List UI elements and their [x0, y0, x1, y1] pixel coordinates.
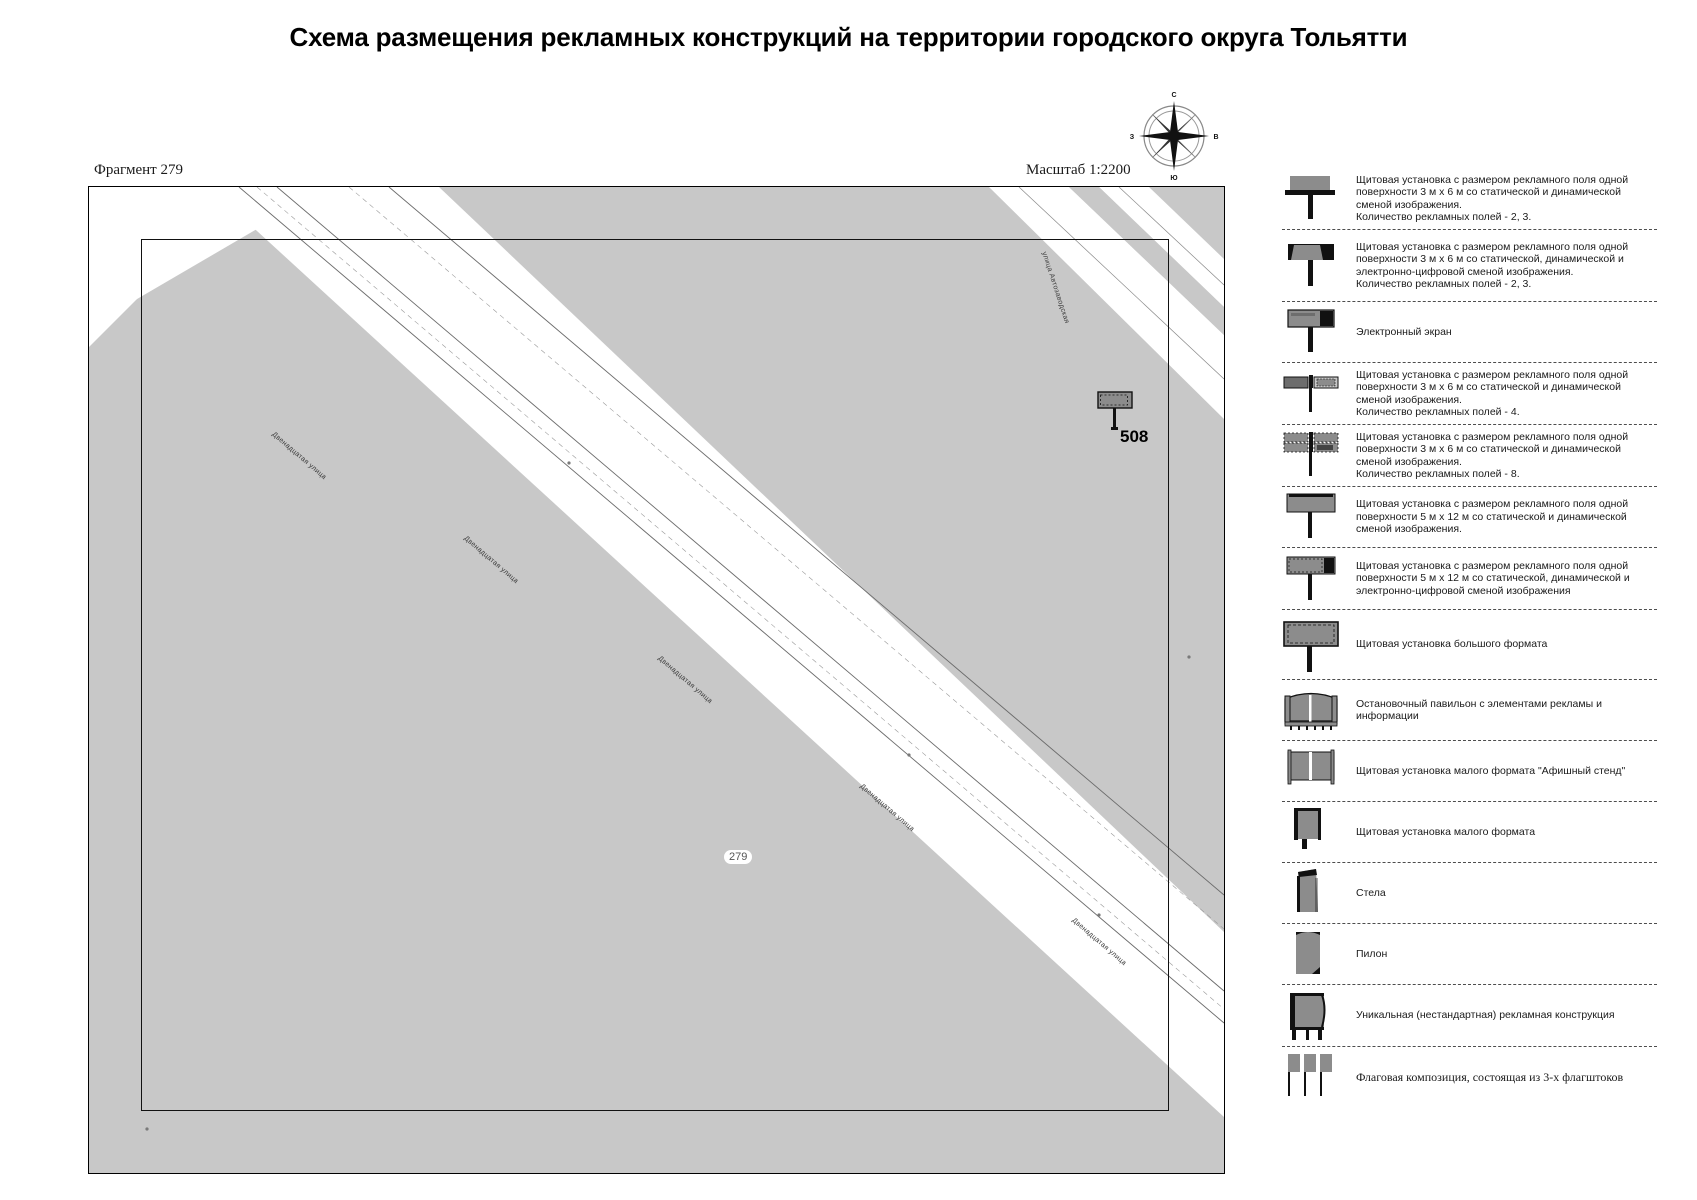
- svg-text:С: С: [1171, 92, 1176, 99]
- legend-item[interactable]: Щитовая установка с размером рекламного …: [1282, 363, 1657, 425]
- unique-construction-icon: [1282, 989, 1348, 1043]
- compass-rose-icon: С Ю З В: [1128, 88, 1220, 182]
- billboard-5x12-static-dynamic-icon: [1282, 490, 1348, 544]
- legend-item[interactable]: Щитовая установка малого формата: [1282, 802, 1657, 863]
- legend-item-label: Щитовая установка малого формата "Афишны…: [1356, 764, 1626, 777]
- legend: Щитовая установка с размером рекламного …: [1282, 168, 1657, 1107]
- small-format-billboard-icon: [1282, 805, 1348, 859]
- legend-item-label: Щитовая установка с размером рекламного …: [1356, 173, 1629, 223]
- legend-item-label: Щитовая установка с размером рекламного …: [1356, 559, 1630, 597]
- legend-item[interactable]: Уникальная (нестандартная) рекламная кон…: [1282, 985, 1657, 1047]
- scale-label: Масштаб 1:2200: [1026, 162, 1131, 178]
- electronic-screen-icon: [1282, 305, 1348, 359]
- legend-item-label: Уникальная (нестандартная) рекламная кон…: [1356, 1009, 1615, 1022]
- page-title: Схема размещения рекламных конструкций н…: [289, 22, 1408, 52]
- billboard-3x6-fields-4-icon: [1282, 367, 1348, 421]
- legend-item[interactable]: Щитовая установка с размером рекламного …: [1282, 425, 1657, 487]
- billboard-5x12-static-dynamic-digital-icon: [1282, 552, 1348, 606]
- legend-item[interactable]: Щитовая установка с размером рекламного …: [1282, 230, 1657, 302]
- legend-item-label: Щитовая установка большого формата: [1356, 638, 1548, 651]
- legend-item[interactable]: Пилон: [1282, 924, 1657, 985]
- fragment-id-label: 279: [724, 850, 753, 864]
- svg-text:З: З: [1130, 134, 1135, 141]
- legend-item-label: Пилон: [1356, 947, 1388, 960]
- legend-item[interactable]: Щитовая установка с размером рекламного …: [1282, 168, 1657, 230]
- fragment-label: Фрагмент 279: [94, 162, 183, 178]
- legend-item[interactable]: Щитовая установка малого формата "Афишны…: [1282, 741, 1657, 802]
- legend-item-label: Щитовая установка с размером рекламного …: [1356, 240, 1629, 290]
- legend-item-label: Щитовая установка малого формата: [1356, 825, 1536, 838]
- legend-item-label: Стела: [1356, 886, 1386, 899]
- legend-item[interactable]: Остановочный павильон с элементами рекла…: [1282, 680, 1657, 741]
- legend-item-label: Щитовая установка с размером рекламного …: [1356, 430, 1629, 480]
- svg-text:В: В: [1213, 134, 1218, 141]
- legend-item[interactable]: Щитовая установка с размером рекламного …: [1282, 548, 1657, 610]
- legend-item[interactable]: Флаговая композиция, состоящая из 3-х фл…: [1282, 1047, 1657, 1107]
- map-frame[interactable]: 279 Двенадцатая улица Двенадцатая улица …: [88, 186, 1225, 1174]
- flag-composition-icon: [1282, 1050, 1348, 1104]
- svg-text:Ю: Ю: [1170, 175, 1177, 180]
- billboard-3x6-fields-8-icon: [1282, 429, 1348, 483]
- billboard-marker-508-label: 508: [1120, 427, 1149, 446]
- billboard-3x6-static-dynamic-icon: [1282, 172, 1348, 226]
- map-canvas: [89, 187, 1224, 1173]
- pylon-icon: [1282, 927, 1348, 981]
- legend-item[interactable]: Щитовая установка с размером рекламного …: [1282, 487, 1657, 548]
- legend-item-label: Щитовая установка с размером рекламного …: [1356, 368, 1629, 418]
- legend-item-label: Электронный экран: [1356, 325, 1452, 338]
- stela-icon: [1282, 866, 1348, 920]
- legend-item[interactable]: Электронный экран: [1282, 302, 1657, 363]
- billboard-3x6-static-dynamic-digital-icon: [1282, 239, 1348, 293]
- bus-stop-pavilion-icon: [1282, 683, 1348, 737]
- poster-stand-icon: [1282, 744, 1348, 798]
- legend-item-label: Флаговая композиция, состоящая из 3-х фл…: [1356, 1070, 1624, 1084]
- legend-item[interactable]: Щитовая установка большого формата: [1282, 610, 1657, 680]
- billboard-marker-508-icon[interactable]: [1096, 390, 1140, 438]
- large-format-billboard-icon: [1282, 618, 1348, 672]
- legend-item-label: Щитовая установка с размером рекламного …: [1356, 498, 1629, 536]
- legend-item[interactable]: Стела: [1282, 863, 1657, 924]
- legend-item-label: Остановочный павильон с элементами рекла…: [1356, 697, 1602, 722]
